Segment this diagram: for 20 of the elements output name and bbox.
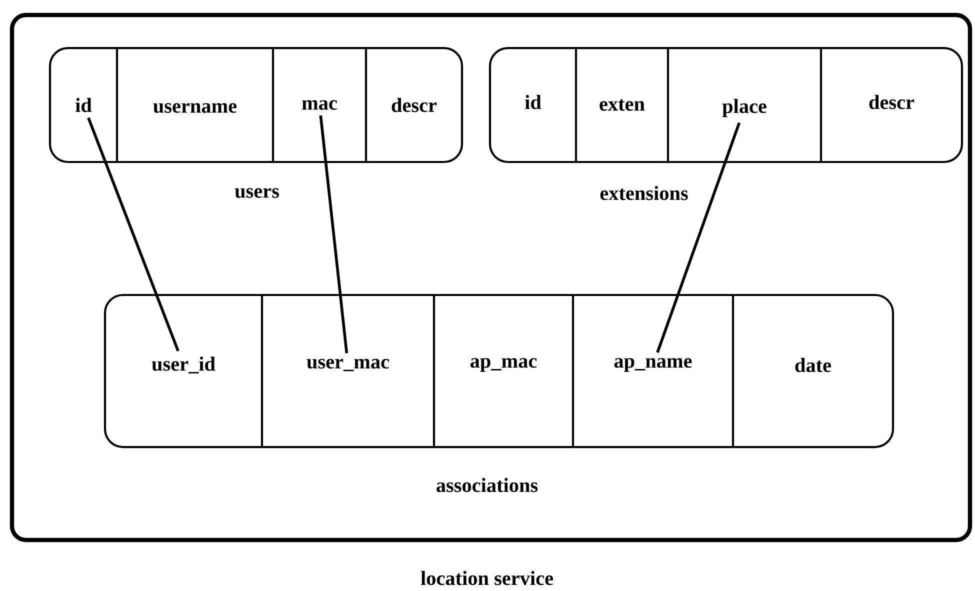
field-name: user_mac [306, 358, 390, 372]
field-name: ap_name [614, 358, 692, 372]
field-name: descr [392, 98, 437, 112]
field-name: mac [302, 100, 337, 110]
field-name: id [76, 98, 92, 112]
connector-line [319, 115, 348, 354]
field-name: place [722, 98, 766, 118]
table-name: users [234, 188, 279, 198]
connector-line [87, 117, 180, 352]
table-name: associations [436, 478, 538, 492]
field-name: exten [600, 99, 645, 111]
table-name: location service [420, 570, 553, 586]
connector-line [656, 122, 741, 353]
table-name: extensions [600, 186, 688, 200]
field-name: username [153, 103, 237, 113]
field-name: user_id [152, 356, 216, 374]
field-name: descr [869, 94, 914, 110]
field-name: date [795, 358, 831, 372]
field-name: ap_mac [470, 358, 537, 372]
field-name: id [525, 94, 542, 110]
